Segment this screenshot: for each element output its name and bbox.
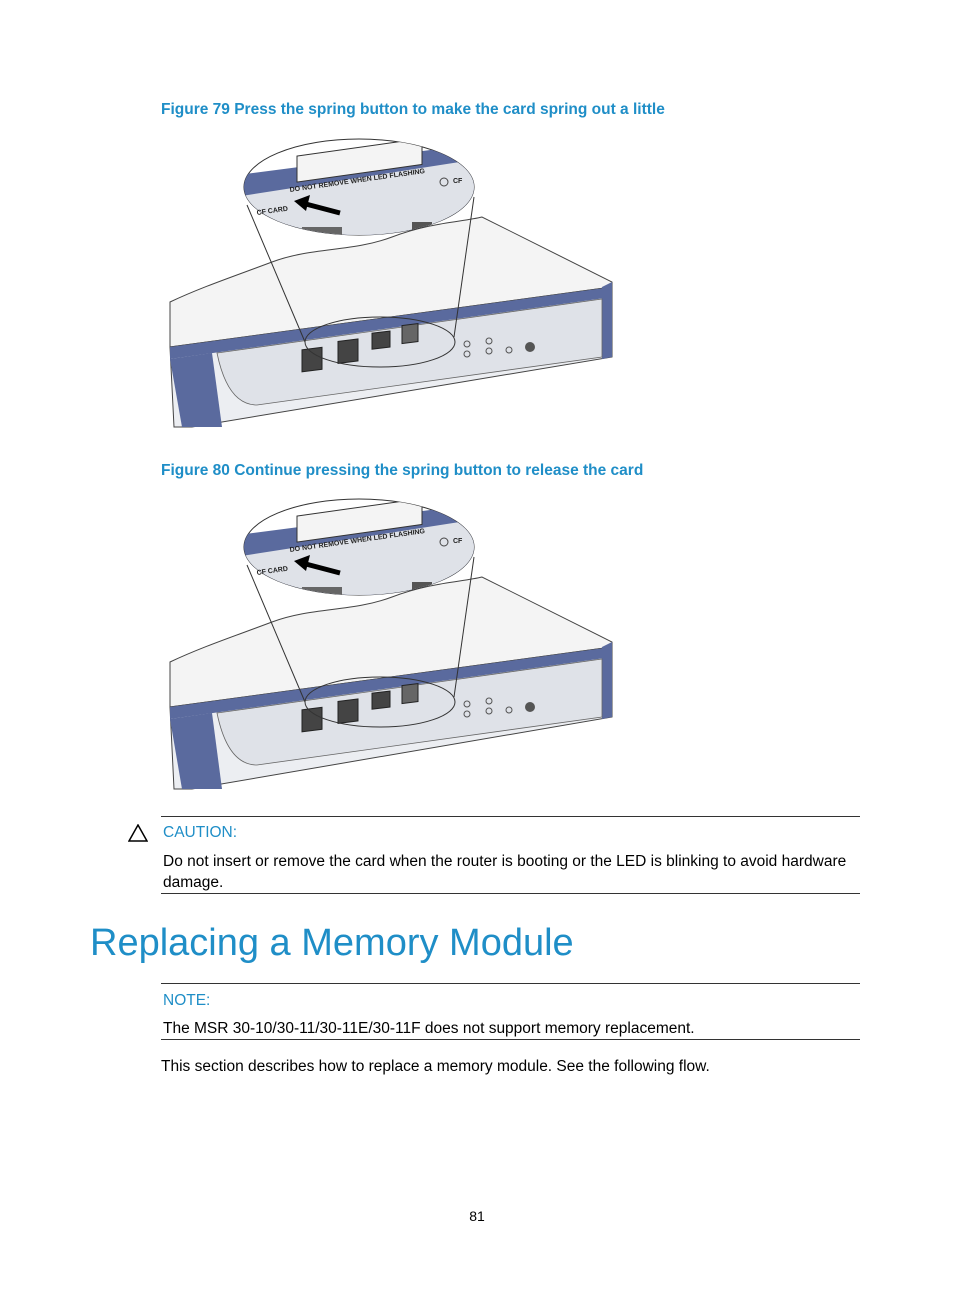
figure-80-caption: Figure 80 Continue pressing the spring b…: [161, 462, 644, 479]
push-arrow-icon: [294, 195, 310, 211]
caution-triangle-icon: [128, 824, 148, 842]
note-text: The MSR 30-10/30-11/30-11E/30-11F does n…: [163, 1020, 695, 1037]
figure-79-image: DO NOT REMOVE WHEN LED FLASHING CF CARD …: [162, 137, 614, 430]
caution-label: CAUTION:: [163, 824, 238, 841]
push-arrow-icon: [294, 555, 310, 571]
note-top-rule: [161, 983, 860, 984]
section-title: Replacing a Memory Module: [90, 922, 574, 964]
fig79-cf-led-label: CF: [453, 178, 463, 185]
caution-bottom-rule: [161, 893, 860, 894]
caution-text: Do not insert or remove the card when th…: [163, 853, 847, 891]
intro-paragraph: This section describes how to replace a …: [161, 1058, 710, 1075]
fig80-cf-led-label: CF: [453, 538, 463, 545]
figure-80-image: DO NOT REMOVE WHEN LED FLASHING CF CARD …: [162, 497, 614, 792]
figure-79-caption: Figure 79 Press the spring button to mak…: [161, 101, 665, 118]
page-number: 81: [469, 1208, 485, 1224]
caution-top-rule: [161, 816, 860, 817]
fig79-cf-card-label: CF CARD: [256, 206, 288, 217]
note-bottom-rule: [161, 1039, 860, 1040]
fig80-cf-card-label: CF CARD: [256, 566, 288, 577]
note-label: NOTE:: [163, 992, 211, 1009]
